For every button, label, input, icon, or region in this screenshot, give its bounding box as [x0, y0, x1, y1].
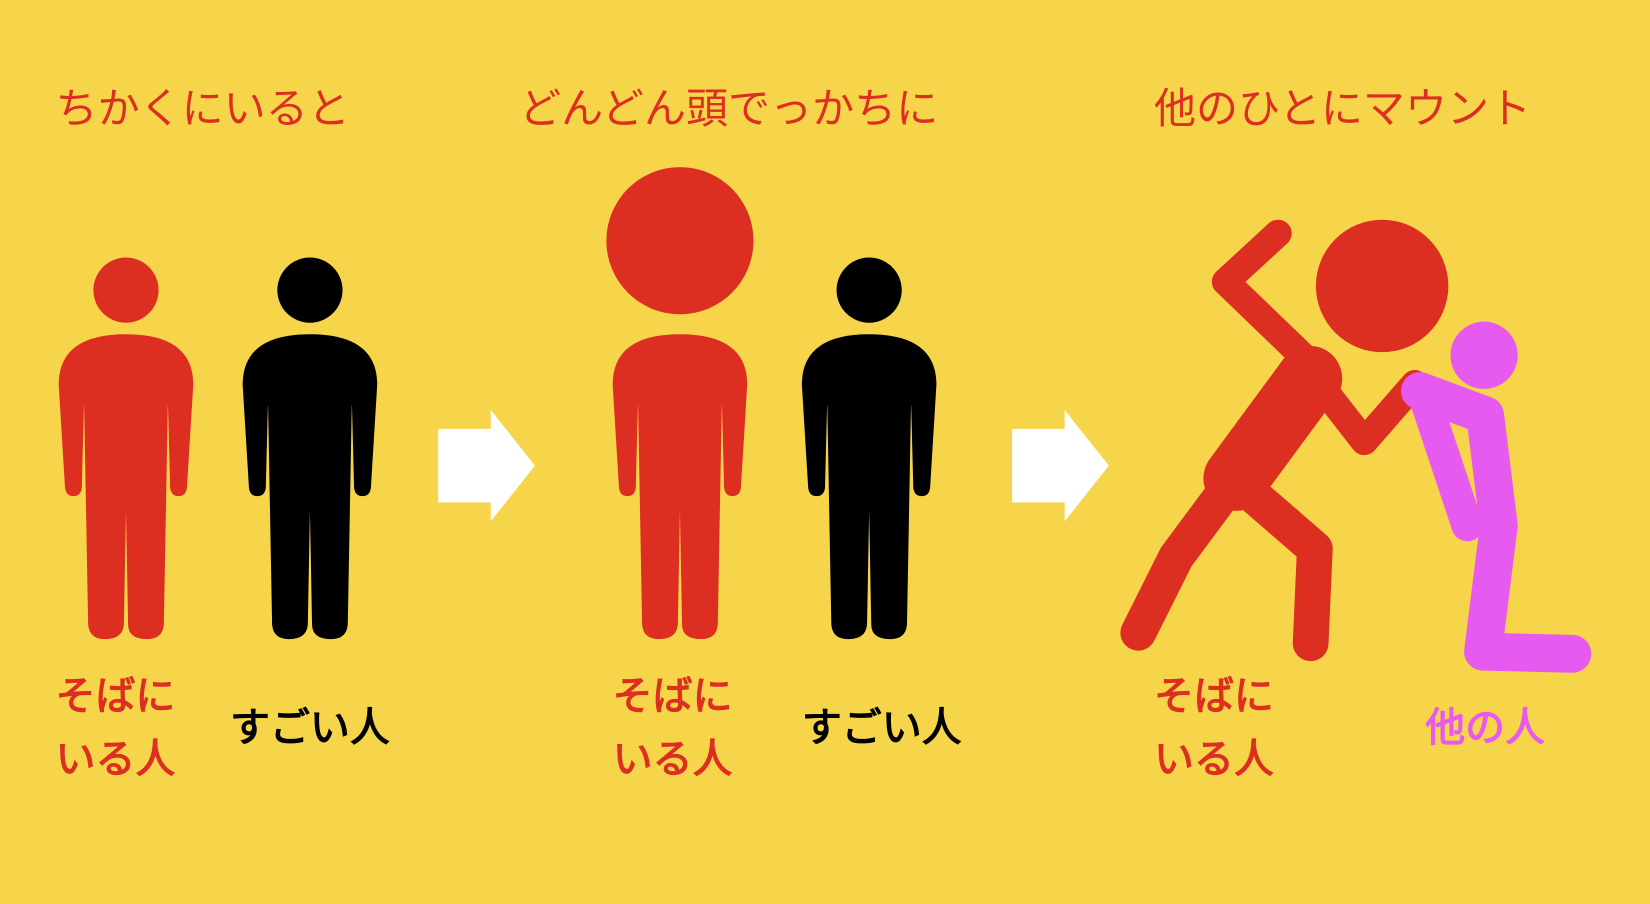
- label-nearby-line2: いる人: [613, 737, 733, 783]
- red-person-mounting: [1120, 219, 1449, 662]
- title-mount: 他のひとにマウント: [1154, 84, 1531, 133]
- label-nearby-line2: いる人: [1154, 737, 1274, 783]
- label-nearby-line1: そばに: [56, 674, 176, 720]
- label-other-person: 他の人: [1424, 705, 1545, 751]
- black-person-2: [801, 257, 937, 640]
- label-great-person: すごい人: [230, 705, 390, 751]
- title-bigheaded: どんどん頭でっかちに: [519, 84, 938, 133]
- black-person-1: [242, 257, 378, 640]
- red-person-bighead: [606, 167, 754, 640]
- red-person-1: [58, 257, 194, 640]
- arrow-right-icon: [438, 409, 535, 522]
- label-great-person: すごい人: [802, 705, 962, 751]
- pink-person-kneeling: [1401, 321, 1592, 673]
- arrow-right-icon: [1012, 409, 1109, 522]
- label-nearby-line1: そばに: [1154, 674, 1274, 720]
- label-nearby-line2: いる人: [56, 737, 176, 783]
- title-nearby: ちかくにいると: [56, 84, 350, 133]
- label-nearby-line1: そばに: [613, 674, 733, 720]
